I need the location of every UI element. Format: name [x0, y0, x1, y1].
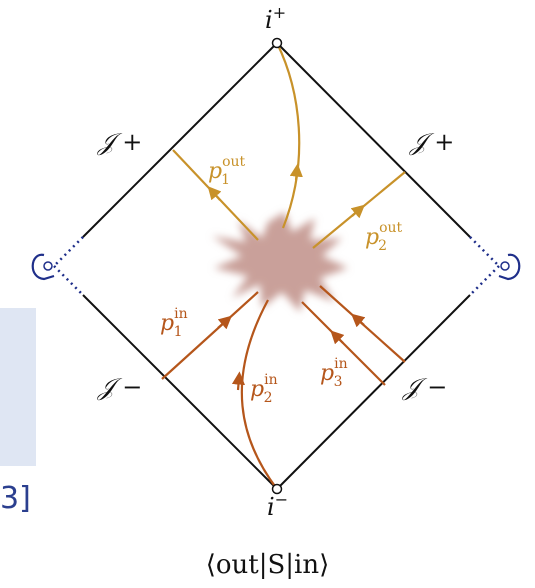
i-plus-arrow-icon	[289, 163, 303, 181]
scri-minus-right-edge	[276, 294, 471, 490]
p3-in-arrow-2-icon	[351, 313, 366, 328]
scri-plus-left-edge	[82, 42, 278, 238]
scri-minus-right-label: 𝒥 −	[402, 373, 447, 401]
i-plus-out-curve	[276, 42, 301, 229]
p1-in-arrow-icon	[217, 315, 232, 330]
spatial-infinity-right-dotted	[469, 236, 500, 267]
p2-out-arrow-icon	[350, 204, 365, 219]
scri-minus-left-edge	[82, 294, 278, 490]
p2-in-arrow-icon	[231, 371, 246, 391]
i-minus-label: i−	[267, 490, 288, 521]
p2-in-curve	[240, 299, 278, 490]
left-spatial-infinity-point	[43, 261, 53, 271]
scri-plus-left-label: 𝒥 +	[97, 128, 142, 156]
caption: ⟨out|S|in⟩	[205, 550, 330, 580]
p1-in-line	[161, 291, 259, 380]
side-text: 3]	[0, 481, 31, 516]
p3-in-arrow-icon	[330, 330, 345, 345]
p3-in-line	[301, 301, 386, 386]
spatial-infinity-right-dotted-lower	[469, 265, 500, 296]
i-minus-point	[271, 483, 283, 495]
right-loop-arrow-icon	[498, 253, 521, 281]
spatial-infinity-left-dotted-lower	[53, 265, 84, 296]
spatial-infinity-left-dotted	[53, 236, 84, 267]
interaction-blob	[212, 212, 348, 312]
p1-out-arrow-icon	[207, 186, 222, 201]
side-panel	[0, 308, 36, 466]
right-spatial-infinity-point	[500, 261, 510, 271]
left-loop-arrow-icon	[31, 253, 55, 281]
i-plus-point	[271, 37, 283, 49]
i-plus-label: i+	[265, 3, 286, 34]
scri-plus-right-label: 𝒥 +	[409, 128, 454, 156]
scri-minus-left-label: 𝒥 −	[97, 373, 142, 401]
scri-plus-right-edge	[276, 42, 471, 238]
